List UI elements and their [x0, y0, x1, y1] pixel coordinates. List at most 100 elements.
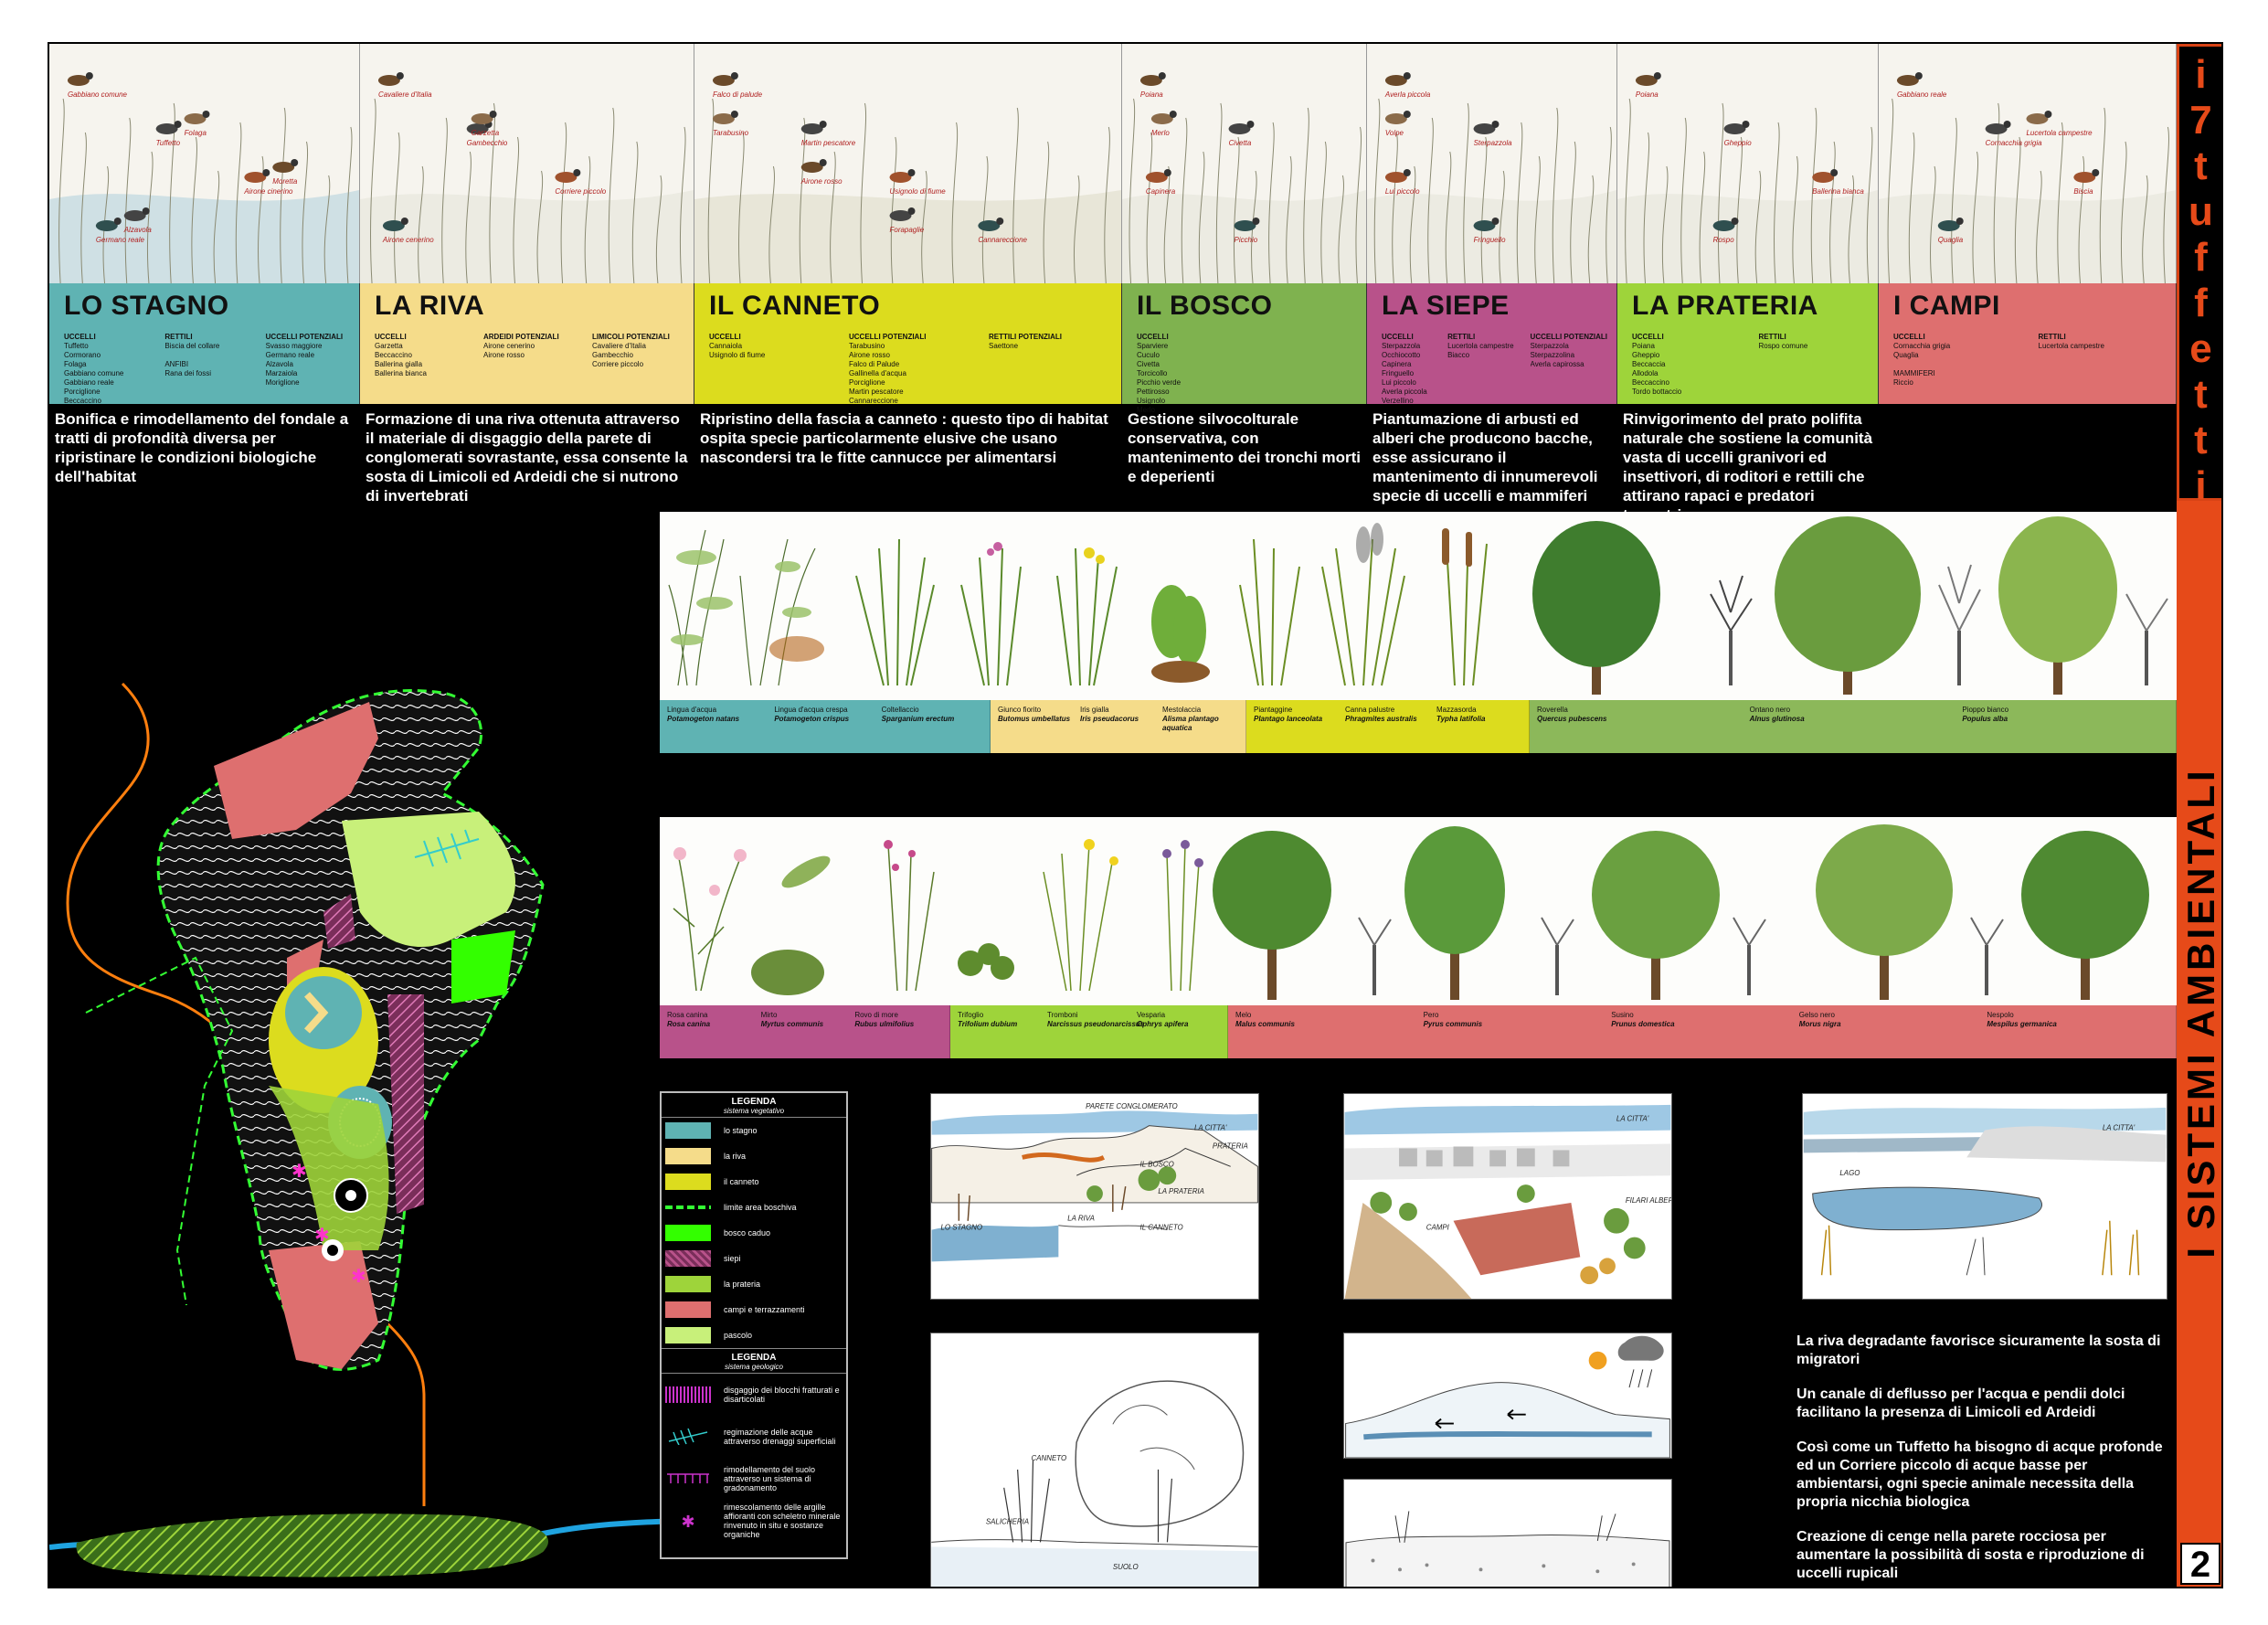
bird-label: Cavaliere d'Italia — [378, 90, 432, 99]
plant-scientific-name: Rubus ulmifolius — [854, 1020, 915, 1028]
species-name: MAMMIFERI — [1893, 369, 1935, 377]
species-name: Lui piccolo — [1382, 378, 1416, 387]
bird-label: Poiana — [1636, 90, 1659, 99]
species-name: Germano reale — [265, 351, 315, 359]
plant-scientific-name: Narcissus pseudonarcissus — [1047, 1020, 1145, 1028]
species-name: Beccaccia — [1632, 360, 1666, 368]
species-list-heading: ARDEIDI POTENZIALI — [483, 333, 559, 341]
sketch-label: LA PRATERIA — [1158, 1187, 1204, 1195]
plant-scientific-name: Alnus glutinosa — [1749, 715, 1805, 723]
species-name: Gabbiano reale — [64, 378, 114, 387]
plant-scientific-name: Plantago lanceolata — [1254, 715, 1323, 723]
species-name: Saettone — [989, 342, 1019, 350]
bird-figure: Averla piccola — [1384, 72, 1431, 99]
species-name: Quaglia — [1893, 351, 1919, 359]
species-list-heading: UCCELLI — [1632, 333, 1664, 341]
plant-scientific-name: Sparganium erectum — [881, 715, 955, 723]
bird-label: Ballerina bianca — [1812, 187, 1864, 196]
plant-scientific-name: Typha latifolia — [1436, 715, 1486, 723]
legend-swatch — [665, 1471, 711, 1487]
species-name: Beccaccino — [64, 397, 101, 405]
species-name: Cavaliere d'Italia — [592, 342, 646, 350]
plant-scientific-name: Prunus domestica — [1611, 1020, 1675, 1028]
sketch-label: CAMPI — [1426, 1224, 1450, 1232]
species-name: Riccio — [1893, 378, 1913, 387]
legend-item: ✱rimescolamento delle argille affioranti… — [662, 1500, 846, 1542]
bird-figure: Merlo — [1150, 111, 1177, 137]
species-name: Sterpazzola — [1530, 342, 1569, 350]
species-list-heading: UCCELLI POTENZIALI — [1530, 333, 1607, 341]
species-name: Porciglione — [64, 388, 101, 396]
brand-letter: t — [2194, 418, 2208, 462]
legend-swatch — [665, 1225, 711, 1241]
bird-label: Gheppio — [1724, 139, 1753, 147]
species-name: Tarabusino — [849, 342, 885, 350]
species-name: Cormorano — [64, 351, 101, 359]
species-name: Gheppio — [1632, 351, 1660, 359]
species-list-heading: RETTILI — [164, 333, 193, 341]
sketch-label: LA CITTA' — [1616, 1115, 1649, 1123]
bird-figure: Airone cenerino — [382, 218, 434, 244]
species-name: Lucertola campestre — [2038, 342, 2104, 350]
bird-figure: Ballerina bianca — [1812, 169, 1864, 196]
sketch-lake-view: LA CITTA'LAGO — [1802, 1093, 2167, 1300]
plant-illustrations — [660, 512, 2177, 700]
plant-scientific-name: Potamogeton crispus — [774, 715, 850, 723]
legend-item: campi e terrazzamenti — [662, 1297, 846, 1322]
legend-item: la riva — [662, 1143, 846, 1169]
brand-letter: f — [2194, 235, 2208, 280]
bird-figure: Lucertola campestre — [2026, 111, 2093, 137]
habitat-description: Ripristino della fascia a canneto : ques… — [700, 410, 1108, 466]
sketch-label: PRATERIA — [1213, 1142, 1248, 1150]
species-list-heading: UCCELLI — [1893, 333, 1925, 341]
species-list-heading: UCCELLI POTENZIALI — [849, 333, 927, 341]
sketch-label: SALICHERIA — [986, 1518, 1029, 1526]
species-list-heading: UCCELLI — [709, 333, 741, 341]
plant-common-name: Mestolaccia — [1162, 706, 1202, 714]
bird-label: Sterpazzola — [1474, 139, 1513, 147]
section-sidebar: I SISTEMI AMBIENTALI 2 — [2177, 501, 2222, 1587]
sketch-label: SUOLO — [1113, 1563, 1139, 1571]
species-name: Marzaiola — [265, 369, 298, 377]
species-name: Gabbiano comune — [64, 369, 124, 377]
brand-letter: i — [2195, 52, 2207, 97]
bird-figure: Tarabusino — [712, 111, 749, 137]
species-list-heading: RETTILI — [2038, 333, 2066, 341]
plant-illustrations — [660, 817, 2177, 1005]
section-title: I SISTEMI AMBIENTALI — [2178, 767, 2222, 1259]
species-list-heading: RETTILI POTENZIALI — [989, 333, 1062, 341]
species-name: Airone rosso — [483, 351, 525, 359]
plant-scientific-name: Iris pseudacorus — [1080, 715, 1139, 723]
habitat-title: IL CANNETO — [709, 291, 881, 321]
note-paragraph: La riva degradante favorisce sicuramente… — [1796, 1333, 2161, 1367]
brand-letter: t — [2194, 143, 2208, 188]
species-name: Sparviere — [1137, 342, 1169, 350]
bird-label: Falco di palude — [713, 90, 763, 99]
species-name: Allodola — [1632, 369, 1659, 377]
plant-common-name: Rosa canina — [667, 1011, 708, 1019]
bird-figure: Corriere piccolo — [555, 169, 607, 196]
species-name — [1893, 360, 2022, 369]
habitat-title: LA RIVA — [375, 291, 485, 321]
habitat-title: LA PRATERIA — [1632, 291, 1818, 321]
